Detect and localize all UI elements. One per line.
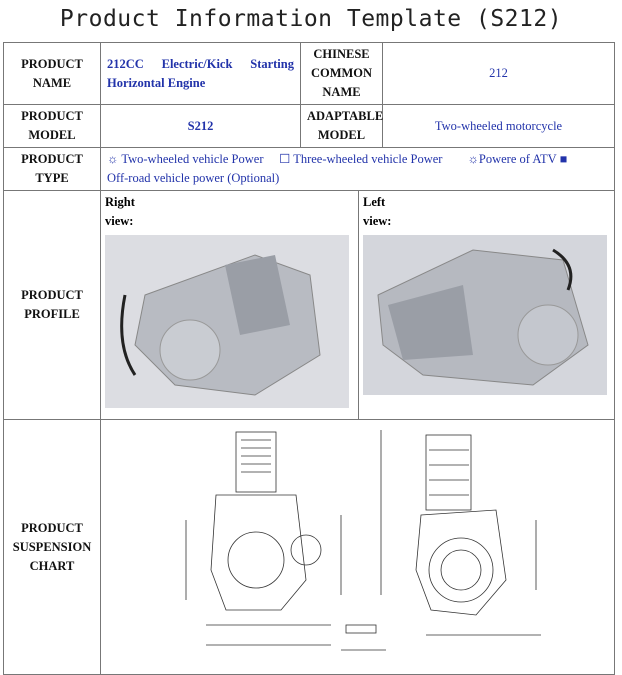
product-profile-label: PRODUCT PROFILE — [3, 190, 101, 420]
shaft-detail-drawing — [341, 624, 386, 651]
type-option-off-road: Off-road vehicle power (Optional) — [107, 171, 280, 185]
suspension-chart-label: PRODUCT SUSPENSION CHART — [3, 419, 101, 675]
product-type-options: ☼ Two-wheeled vehicle Power ☐ Three-whee… — [100, 147, 615, 191]
type-option-three-wheeled: ☐ Three-wheeled vehicle Power — [279, 152, 443, 166]
product-model-value: S212 — [100, 104, 301, 148]
right-view-label: Right view: — [105, 195, 135, 228]
chinese-name-value: 212 — [382, 42, 615, 105]
product-name-value: 212CC Electric/Kick Starting Horizontal … — [100, 42, 301, 105]
product-model-label: PRODUCT MODEL — [3, 104, 101, 148]
page-title: Product Information Template (S212) — [59, 6, 563, 32]
adaptable-model-value: Two-wheeled motorcycle — [382, 104, 615, 148]
right-view-engine-photo — [105, 235, 349, 408]
chinese-name-label: CHINESE COMMON NAME — [300, 42, 383, 105]
side-view-drawing — [380, 430, 541, 636]
left-view-label: Left view: — [363, 195, 392, 228]
front-view-drawing — [185, 431, 342, 646]
suspension-technical-drawing — [185, 430, 541, 651]
adaptable-model-label: ADAPTABLE MODEL — [300, 104, 383, 148]
product-info-table: PRODUCT NAME 212CC Electric/Kick Startin… — [3, 42, 615, 675]
type-option-atv: ☼Powere of ATV ■ — [467, 152, 568, 166]
type-option-two-wheeled: ☼ Two-wheeled vehicle Power — [107, 152, 264, 166]
product-name-label: PRODUCT NAME — [3, 42, 101, 105]
product-type-label: PRODUCT TYPE — [3, 147, 101, 191]
left-view-engine-photo — [363, 235, 607, 395]
